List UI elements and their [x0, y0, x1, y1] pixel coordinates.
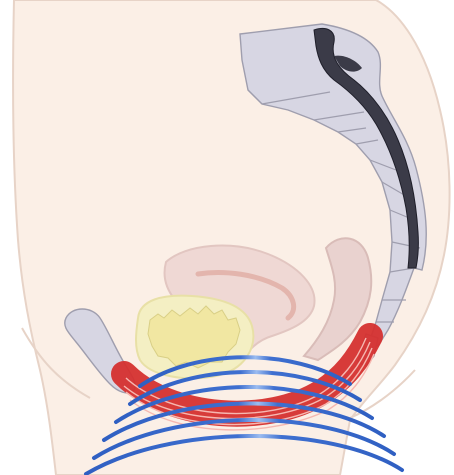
anatomy-svg: [0, 0, 454, 475]
pelvic-anatomy-illustration: [0, 0, 454, 475]
